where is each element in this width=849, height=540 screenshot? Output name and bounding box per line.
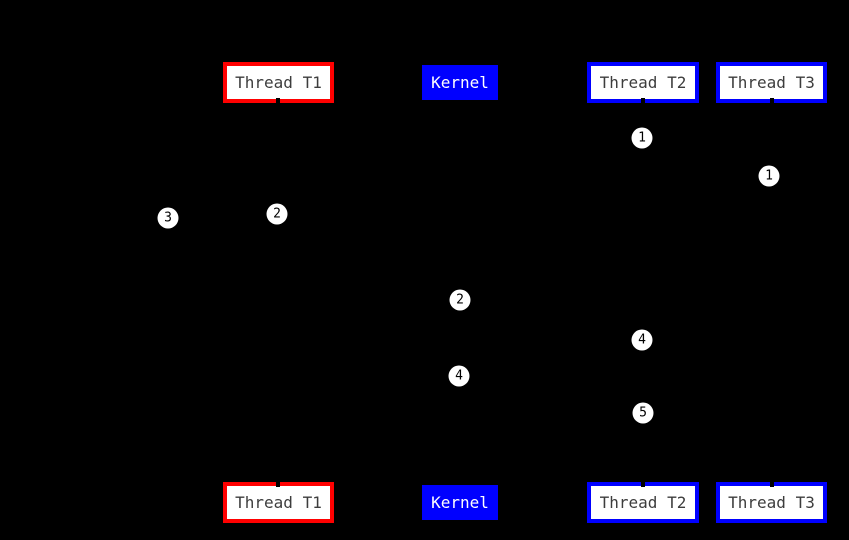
actor-label-thread-t1-top: Thread T1 (235, 73, 322, 92)
step-marker-5: 5 (632, 402, 654, 424)
actor-label-thread-t3-top: Thread T3 (728, 73, 815, 92)
actor-box-thread-t2-top: Thread T2 (587, 62, 699, 103)
lifeline-notch-t3-bottom (770, 482, 774, 487)
actor-label-thread-t3-bottom: Thread T3 (728, 493, 815, 512)
actor-label-thread-t2-bottom: Thread T2 (599, 493, 687, 512)
lifeline-notch-t3-top (770, 98, 774, 103)
step-marker-4: 4 (631, 329, 653, 351)
step-marker-2: 2 (266, 203, 288, 225)
step-marker-1: 1 (631, 127, 653, 149)
actor-label-thread-t2-top: Thread T2 (599, 73, 687, 92)
step-marker-4: 4 (448, 365, 470, 387)
actor-box-kernel-bottom: Kernel (422, 485, 498, 520)
actor-box-kernel-top: Kernel (422, 65, 498, 100)
actor-label-thread-t1-bottom: Thread T1 (235, 493, 322, 512)
actor-box-thread-t1-bottom: Thread T1 (223, 482, 334, 523)
actor-box-thread-t1-top: Thread T1 (223, 62, 334, 103)
step-marker-3: 3 (157, 207, 179, 229)
step-marker-2: 2 (449, 289, 471, 311)
actor-label-kernel-top: Kernel (431, 73, 489, 92)
actor-box-thread-t3-bottom: Thread T3 (716, 482, 827, 523)
lifeline-notch-t1-top (276, 98, 280, 103)
step-marker-1: 1 (758, 165, 780, 187)
lifeline-notch-t2-bottom (641, 482, 645, 487)
actor-label-kernel-bottom: Kernel (431, 493, 489, 512)
lifeline-notch-t1-bottom (276, 482, 280, 487)
actor-box-thread-t2-bottom: Thread T2 (587, 482, 699, 523)
actor-box-thread-t3-top: Thread T3 (716, 62, 827, 103)
lifeline-notch-t2-top (641, 98, 645, 103)
